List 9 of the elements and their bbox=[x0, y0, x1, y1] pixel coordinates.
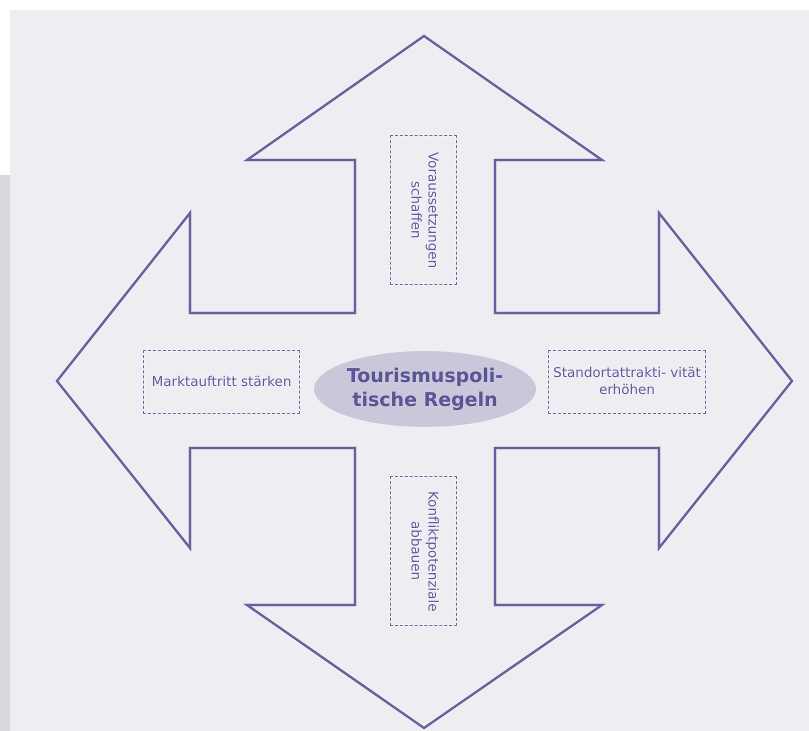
box-label: Voraussetzungen schaffen bbox=[406, 150, 440, 270]
label-box bbox=[390, 135, 457, 285]
center-label: Tourismuspoli- tische Regeln bbox=[346, 365, 504, 413]
box-label: Standortattrakti- vität erhöhen bbox=[552, 365, 702, 399]
label-box bbox=[143, 350, 300, 414]
label-box bbox=[548, 350, 706, 414]
box-label: Konfliktpotenziale abbauen bbox=[406, 490, 440, 614]
label-box bbox=[390, 476, 457, 626]
box-label: Marktauftritt stärken bbox=[152, 374, 292, 390]
